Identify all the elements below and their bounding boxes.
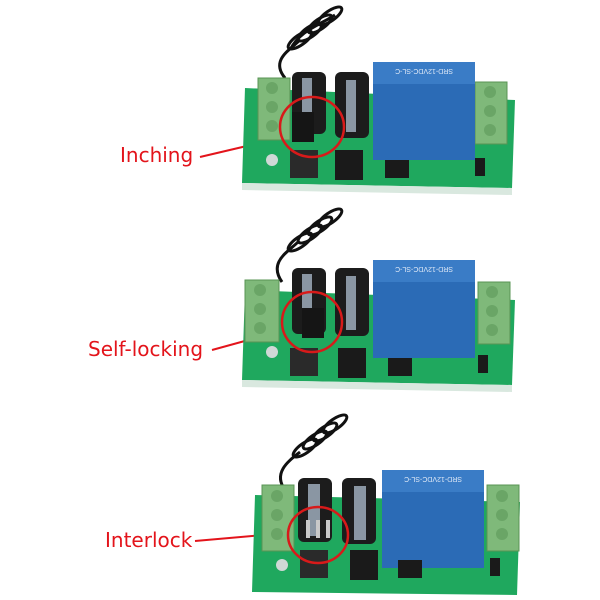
label-interlock: Interlock [105,528,193,552]
svg-text:SRD-12VDC-SL-C: SRD-12VDC-SL-C [404,475,462,482]
label-self-locking: Self-locking [88,337,204,361]
panel-interlock: Interlock SRD-12VDC-SL-C [0,400,600,600]
panel-self-locking: Self-locking SRD-12VDC-SL-C [0,200,600,400]
svg-text:SRD-12VDC-SL-C: SRD-12VDC-SL-C [395,265,453,272]
panel-inching: Inching SRD-12VDC-SL-C [0,0,600,200]
svg-text:SRD-12VDC-SL-C: SRD-12VDC-SL-C [395,67,453,74]
label-inching: Inching [120,143,194,167]
relay-board-image: SRD-12VDC-SL-C [199,5,515,195]
relay-board-image: SRD-12VDC-SL-C [211,207,515,392]
relay-board-image: SRD-12VDC-SL-C [194,413,520,595]
